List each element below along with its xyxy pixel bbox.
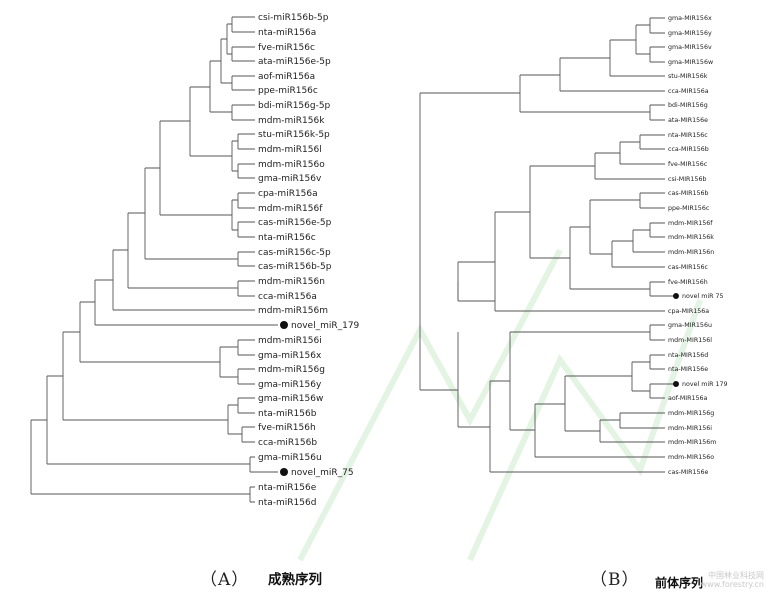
leaf-b-label: cca-MIR156b	[668, 146, 709, 153]
leaf-a-label: gma-miR156y	[258, 380, 322, 390]
leaf-a-label: nta-miR156d	[258, 498, 316, 508]
leaf-b-label: gma-MIR156u	[668, 322, 712, 329]
leaf-b-label: gma-MIR156v	[668, 44, 712, 51]
tree-a-leaf-labels: csi-miR156b-5p nta-miR156a fve-miR156c a…	[258, 13, 360, 508]
leaf-a-label: gma-miR156x	[258, 351, 322, 361]
leaf-b-label: fve-MIR156c	[668, 161, 708, 168]
leaf-b-label: nta-MIR156d	[668, 352, 708, 359]
leaf-a-label: nta-miR156e	[258, 483, 317, 493]
leaf-b-label: ppe-MIR156c	[668, 205, 710, 212]
watermark-overlay	[297, 248, 703, 562]
leaf-b-label: cca-MIR156a	[668, 88, 709, 95]
tree-b-branches	[419, 17, 673, 473]
watermark-line-2: www.forestry.cn	[700, 580, 764, 589]
leaf-b-label: cas-MIR156e	[668, 469, 709, 476]
leaf-a-label: nta-miR156b	[258, 409, 317, 419]
leaf-b-label: mdm-MIR156k	[668, 234, 714, 241]
leaf-a-label: mdm-miR156o	[258, 160, 325, 170]
leaf-a-label: gma-miR156v	[258, 174, 322, 184]
leaf-b-label: mdm-MIR156n	[668, 249, 714, 256]
novel-marker-dot	[673, 381, 679, 387]
leaf-a-label: cca-miR156b	[258, 438, 317, 448]
leaf-a-label: aof-miR156a	[258, 72, 315, 82]
leaf-a-label: csi-miR156b-5p	[258, 13, 329, 23]
watermark-line-1: 中国林业科技网	[708, 571, 764, 580]
leaf-b-label: mdm-MIR156f	[668, 220, 713, 227]
panel-a-caption-text: 成熟序列	[268, 572, 322, 588]
leaf-b-label: gma-MIR156w	[668, 59, 713, 66]
leaf-a-label: bdi-miR156g-5p	[258, 101, 331, 111]
leaf-a-label: nta-miR156c	[258, 233, 316, 243]
leaf-a-label: fve-miR156c	[258, 43, 315, 53]
leaf-b-label-novel: novel miR 75	[682, 293, 723, 300]
panel-b-caption-text: 前体序列	[655, 576, 704, 590]
novel-marker-dot	[280, 321, 288, 329]
leaf-b-label: gma-MIR156y	[668, 30, 712, 37]
leaf-a-label: cas-miR156c-5p	[258, 248, 331, 258]
leaf-b-label: ata-MIR156e	[668, 117, 708, 124]
tree-b-leaf-labels: gma-MIR156x gma-MIR156y gma-MIR156v gma-…	[668, 15, 727, 476]
leaf-b-label: gma-MIR156x	[668, 15, 712, 22]
leaf-b-label: aof-MIR156a	[668, 395, 708, 402]
leaf-a-label: fve-miR156h	[258, 423, 316, 433]
leaf-a-label: ppe-miR156c	[258, 86, 318, 96]
leaf-a-label: cas-miR156e-5p	[258, 218, 332, 228]
leaf-b-label-novel: novel miR 179	[682, 381, 727, 388]
leaf-a-label: gma-miR156u	[258, 453, 322, 463]
novel-marker-dot	[673, 293, 679, 299]
leaf-b-label: nta-MIR156e	[668, 366, 708, 373]
leaf-a-label: cca-miR156a	[258, 292, 317, 302]
leaf-b-label: bdi-MIR156g	[668, 102, 708, 109]
leaf-b-label: stu-MIR156k	[668, 73, 708, 80]
leaf-a-label: gma-miR156w	[258, 394, 323, 404]
leaf-b-label: mdm-MIR156l	[668, 337, 712, 344]
watermark-text: 中国林业科技网 www.forestry.cn	[652, 571, 764, 589]
leaf-a-label: mdm-miR156i	[258, 336, 322, 346]
leaf-a-label: mdm-miR156n	[258, 277, 325, 287]
leaf-b-label: mdm-MIR156m	[668, 439, 716, 446]
leaf-a-label: mdm-miR156g	[258, 365, 325, 375]
leaf-b-label: fve-MIR156h	[668, 279, 708, 286]
tree-a-branches	[30, 16, 278, 503]
leaf-a-label: mdm-miR156m	[258, 306, 328, 316]
leaf-a-label: stu-miR156k-5p	[258, 130, 330, 140]
novel-marker-dot	[280, 468, 288, 476]
leaf-b-label: mdm-MIR156i	[668, 425, 712, 432]
leaf-a-label: mdm-miR156f	[258, 204, 323, 214]
leaf-b-label: nta-MIR156c	[668, 132, 708, 139]
leaf-b-label: mdm-MIR156o	[668, 454, 714, 461]
leaf-b-label: mdm-MIR156g	[668, 410, 714, 417]
leaf-a-label: mdm-miR156k	[258, 116, 325, 126]
leaf-b-label: cas-MIR156b	[668, 190, 709, 197]
leaf-a-label-novel: novel_miR_75	[291, 468, 354, 478]
leaf-b-label: cpa-MIR156a	[668, 308, 709, 315]
leaf-a-label: ata-miR156e-5p	[258, 57, 331, 67]
leaf-b-label: csi-MIR156b	[668, 176, 706, 183]
leaf-a-label: cpa-miR156a	[258, 189, 318, 199]
panel-b-caption-letter: （B）	[590, 570, 640, 590]
leaf-a-label: nta-miR156a	[258, 28, 316, 38]
panel-a-caption-letter: （A）	[200, 570, 250, 590]
leaf-a-label: cas-miR156b-5p	[258, 262, 332, 272]
leaf-b-label: cas-MIR156c	[668, 264, 709, 271]
leaf-a-label-novel: novel_miR_179	[291, 321, 360, 331]
leaf-a-label: mdm-miR156l	[258, 145, 322, 155]
